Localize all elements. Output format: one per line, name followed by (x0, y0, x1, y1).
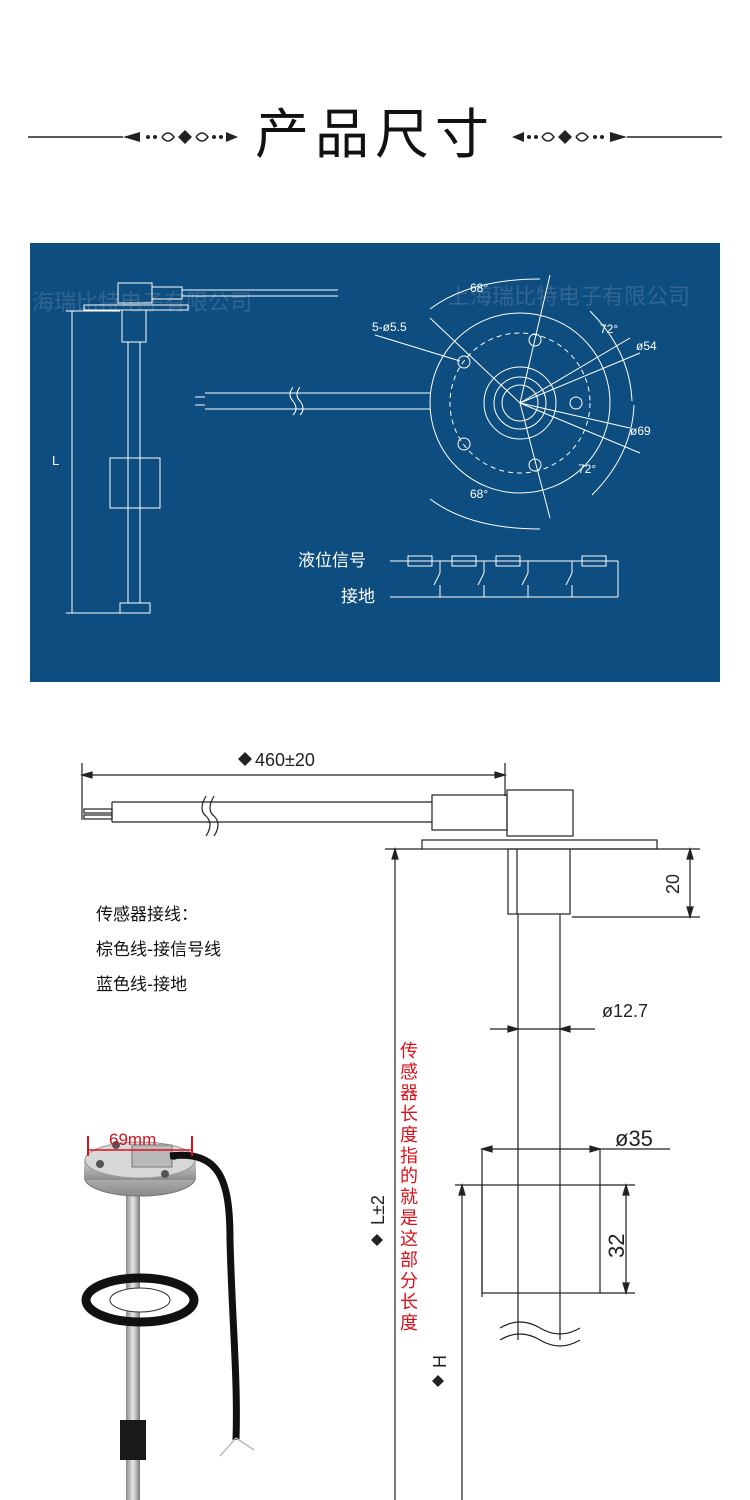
float-body (481, 1184, 601, 1294)
watermark: 上海瑞比特电子有限公司 (448, 284, 691, 309)
photo-dim-label: 69mm (109, 1130, 156, 1149)
dia-symbol-icon (432, 1375, 444, 1387)
float-height-label: 32 (604, 1234, 629, 1258)
total-length-label: L±2 (368, 1195, 388, 1225)
page-title: 产品尺寸 (255, 103, 495, 166)
flange-plate (421, 839, 658, 850)
sensor-head (117, 282, 153, 304)
section-header: 产品尺寸 (0, 85, 750, 195)
hole-spec-label: 5-ø5.5 (372, 320, 407, 334)
length-note: 传感器长度指的就是这部分长度 (400, 1041, 418, 1334)
length-label: L (52, 453, 59, 468)
angle-label: 68° (470, 487, 488, 501)
angle-label: 68° (470, 281, 488, 295)
dia-label: ø69 (630, 424, 651, 438)
float (109, 457, 161, 509)
wiring-brown: 棕色线-接信号线 (96, 940, 222, 960)
flange-outline (429, 312, 611, 494)
schematic-panel: 上海瑞比特电子有限公司 上海瑞比特电子有限公司 (10, 243, 720, 682)
wiring-title: 传感器接线： (96, 905, 198, 925)
float-dia-label: ø35 (615, 1126, 653, 1151)
schematic-svg: L 68° 68° 72° 72° 5-ø5.5 ø54 ø69 液位信号 接地 (52, 274, 657, 614)
tube-dia-label: ø12.7 (602, 1001, 648, 1021)
circuit-ground-label: 接地 (341, 587, 375, 607)
h-label: H (430, 1355, 450, 1368)
flange-thickness-label: 20 (663, 874, 683, 894)
flange (83, 304, 189, 311)
dia-label: ø54 (636, 339, 657, 353)
dimension-drawing: 460±20 20 ø12.7 ø35 32 L±2 H (79, 750, 700, 1500)
wiring-notes: 传感器接线： 棕色线-接信号线 蓝色线-接地 (96, 898, 221, 1003)
product-photo: 69mm (81, 1130, 255, 1500)
cable-length-label: 460±20 (255, 750, 315, 770)
angle-label: 72° (578, 462, 596, 476)
right-ornament (512, 130, 722, 144)
wiring-blue: 蓝色线-接地 (96, 975, 188, 995)
dia-symbol-icon (371, 1234, 383, 1246)
left-ornament (28, 130, 238, 144)
circuit-signal-label: 液位信号 (298, 551, 366, 571)
dia-symbol-icon (238, 752, 252, 766)
angle-label: 72° (600, 322, 618, 336)
